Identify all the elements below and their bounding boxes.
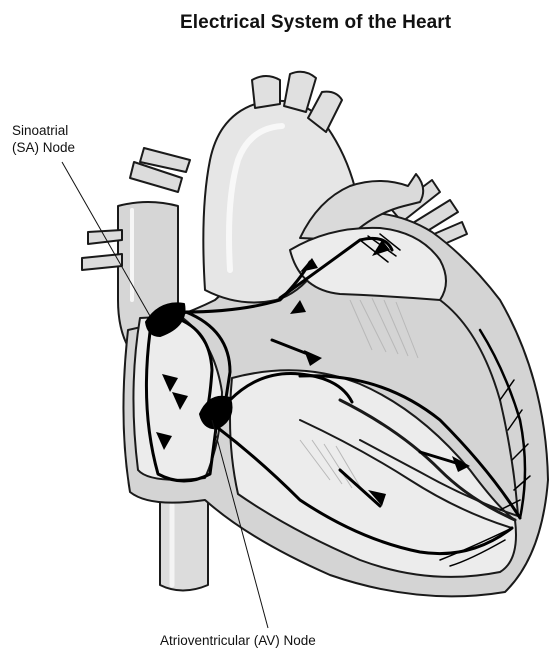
aortic-branch-2 (284, 72, 316, 112)
aortic-branch-1 (252, 76, 280, 108)
inferior-vena-cava (160, 500, 208, 591)
